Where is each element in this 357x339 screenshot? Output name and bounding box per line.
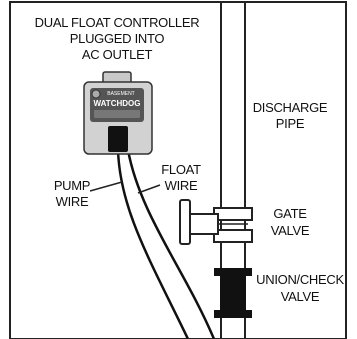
device-brand-small: BASEMENT	[107, 91, 135, 97]
float-wire-label-line2: WIRE	[165, 178, 198, 193]
controller-label-line1: DUAL FLOAT CONTROLLER	[35, 15, 200, 30]
controller-label-line2: PLUGGED INTO	[70, 31, 165, 46]
float-controller-device: BASEMENT WATCHDOG	[83, 71, 153, 155]
device-brand-logo: WATCHDOG	[94, 99, 141, 108]
discharge-label-line2: PIPE	[276, 116, 305, 131]
gate-valve-label-line1: GATE	[273, 206, 307, 221]
controller-label-line3: AC OUTLET	[82, 47, 153, 62]
pump-wire-label-line1: PUMP	[54, 178, 90, 193]
diagram-frame	[9, 1, 347, 339]
pump-wire-leader	[89, 181, 123, 192]
float-wire-leader	[137, 184, 161, 194]
discharge-label-line1: DISCHARGE	[253, 100, 328, 115]
check-valve-label-line2: VALVE	[281, 289, 320, 304]
gate-valve	[179, 199, 253, 245]
union-check-valve	[214, 268, 252, 318]
pump-wire-label-line2: WIRE	[56, 194, 89, 209]
check-valve-label-line1: UNION/CHECK	[256, 272, 344, 287]
wires	[116, 149, 216, 339]
float-wire-label-line1: FLOAT	[161, 162, 201, 177]
gate-valve-label-line2: VALVE	[271, 223, 310, 238]
